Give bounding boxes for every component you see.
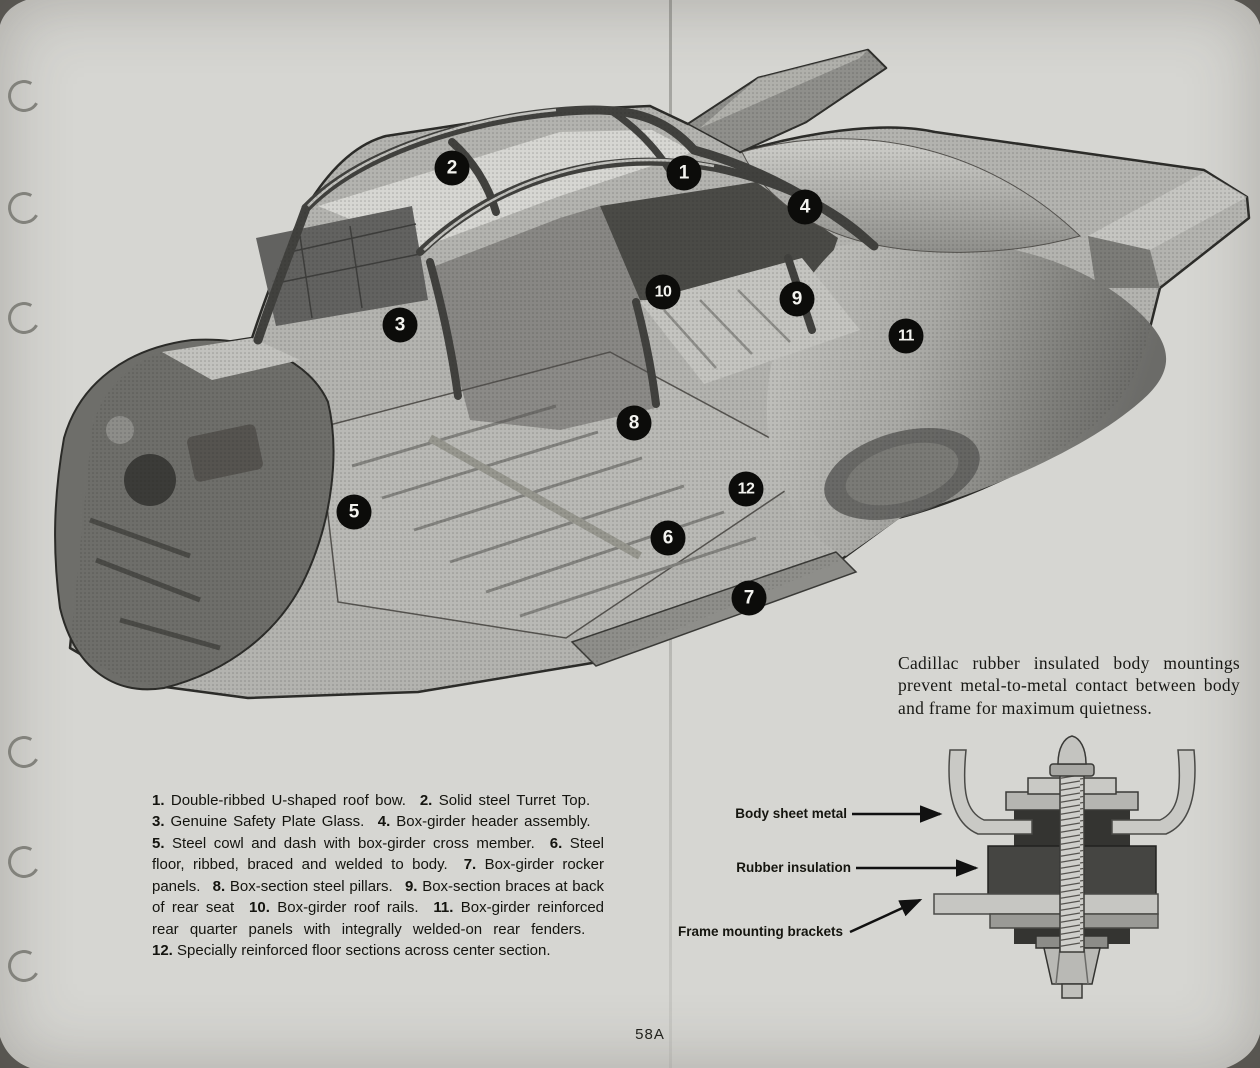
callout-badge-10: 10 [645, 274, 681, 310]
sheet-metal-wall-left [948, 749, 1033, 835]
bolt-tip [1057, 735, 1087, 765]
legend-item-3: 3. Genuine Safety Plate Glass. [152, 813, 378, 831]
callout-badge-8: 8 [616, 405, 652, 441]
legend-item-10: 10. Box-girder roof rails. [249, 899, 434, 917]
frame-bracket-upper [933, 893, 1159, 915]
mounting-caption: Cadillac rubber insulated body mountings… [898, 653, 1240, 718]
legend-item-5: 5. Steel cowl and dash with box-girder c… [152, 834, 550, 852]
parts-legend: 1. Double-ribbed U-shaped roof bow. 2. S… [152, 790, 604, 962]
legend-item-6: 6. Steel floor, ribbed, braced and welde… [152, 834, 604, 874]
callout-badge-6: 6 [650, 520, 686, 556]
sheet-metal-wall-right [1111, 749, 1196, 835]
inset-label-frame-mounting-brackets: Frame mounting brackets [677, 924, 843, 939]
callout-badge-2: 2 [434, 150, 470, 186]
legend-item-11: 11. Box-girder reinforced rear quarter p… [152, 899, 605, 938]
callout-badge-4: 4 [787, 189, 823, 225]
callout-badge-12: 12 [728, 471, 764, 507]
callout-badge-9: 9 [779, 281, 815, 317]
callout-badge-5: 5 [336, 494, 372, 530]
legend-item-9: 9. Box-section braces at back of rear se… [152, 877, 604, 917]
car-body-illustration [54, 48, 1251, 700]
bolt-threads [1060, 770, 1084, 948]
halftone-overlay [70, 50, 1249, 698]
callout-badge-11: 11 [888, 318, 924, 354]
mount-inset-diagram [849, 735, 1196, 999]
legend-item-4: 4. Box-girder header assembly. [377, 813, 604, 831]
arrow-frame-brackets [849, 898, 923, 934]
legend-item-2: 2. Solid steel Turret Top. [419, 792, 605, 809]
callout-badge-1: 1 [666, 155, 702, 191]
inset-label-body-sheet-metal: Body sheet metal [735, 806, 847, 821]
bolt-collar [1049, 763, 1095, 777]
legend-item-12: 12. Specially reinforced floor sections … [152, 942, 563, 960]
inset-label-rubber-insulation: Rubber insulation [736, 860, 851, 875]
legend-item-8: 8. Box-section steel pillars. [212, 877, 405, 895]
hex-nut [1043, 947, 1101, 985]
callout-badge-7: 7 [731, 580, 767, 616]
callout-badge-3: 3 [382, 307, 418, 343]
page-number: 58A [635, 1026, 665, 1043]
inset-arrows [849, 805, 979, 934]
legend-item-7: 7. Box-girder rocker panels. [152, 856, 605, 895]
legend-item-1: 1. Double-ribbed U-shaped roof bow. [152, 792, 420, 809]
bolt-stud-end [1061, 983, 1083, 999]
